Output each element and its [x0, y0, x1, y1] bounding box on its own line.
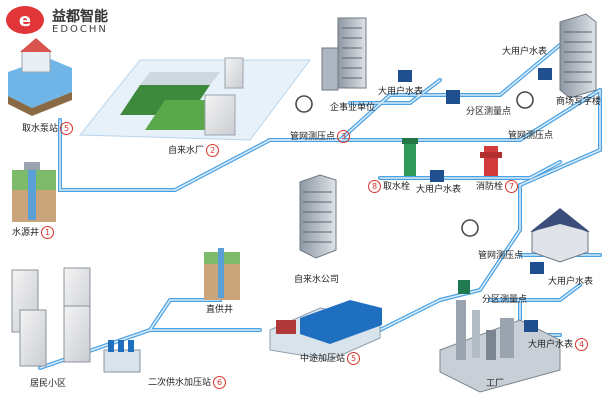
label-direct-well: 直供井	[206, 305, 234, 315]
water-company-building	[299, 174, 337, 259]
water-meter	[398, 68, 552, 332]
label-big-meter-top-left: 大用户水表	[378, 87, 424, 97]
label-big-meter-top: 大用户水表	[502, 47, 548, 57]
office-tower	[559, 13, 597, 99]
label-enterprise: 企事业单位	[330, 103, 376, 113]
label-pipe-pressure-lower: 管网测压点	[478, 251, 524, 261]
booster-station	[269, 300, 382, 361]
direct-supply-well	[204, 248, 240, 300]
label-pipe-pressure-right: 管网测压点	[508, 131, 554, 141]
pressure-gauge	[295, 91, 534, 237]
intake-hydrant	[402, 138, 418, 176]
label-office: 商场写字楼	[556, 97, 602, 107]
residential-buildings	[11, 267, 91, 367]
water-plant	[78, 57, 311, 141]
label-big-meter-mid: 大用户水表	[416, 185, 462, 195]
label-factory: 工厂	[486, 379, 505, 389]
logo-icon: e	[4, 4, 46, 36]
fire-hydrant	[480, 146, 502, 176]
svg-text:e: e	[19, 10, 31, 31]
brand-name-cn: 益都智能	[52, 9, 108, 25]
label-zone-meter-top: 分区测量点	[466, 107, 512, 117]
label-zone-meter-lower: 分区测量点	[482, 295, 528, 305]
intake-pump-station	[8, 38, 72, 116]
source-well	[12, 162, 56, 222]
factory-plant	[439, 300, 561, 393]
label-big-meter-lower: 大用户水表	[548, 277, 594, 287]
enterprise-building	[321, 17, 367, 91]
label-water-company: 自来水公司	[294, 275, 340, 285]
secondary-pump-unit	[103, 340, 141, 373]
label-residential: 居民小区	[30, 379, 67, 389]
brand-name-en: EDOCHN	[52, 24, 108, 35]
residence-house	[530, 208, 590, 263]
